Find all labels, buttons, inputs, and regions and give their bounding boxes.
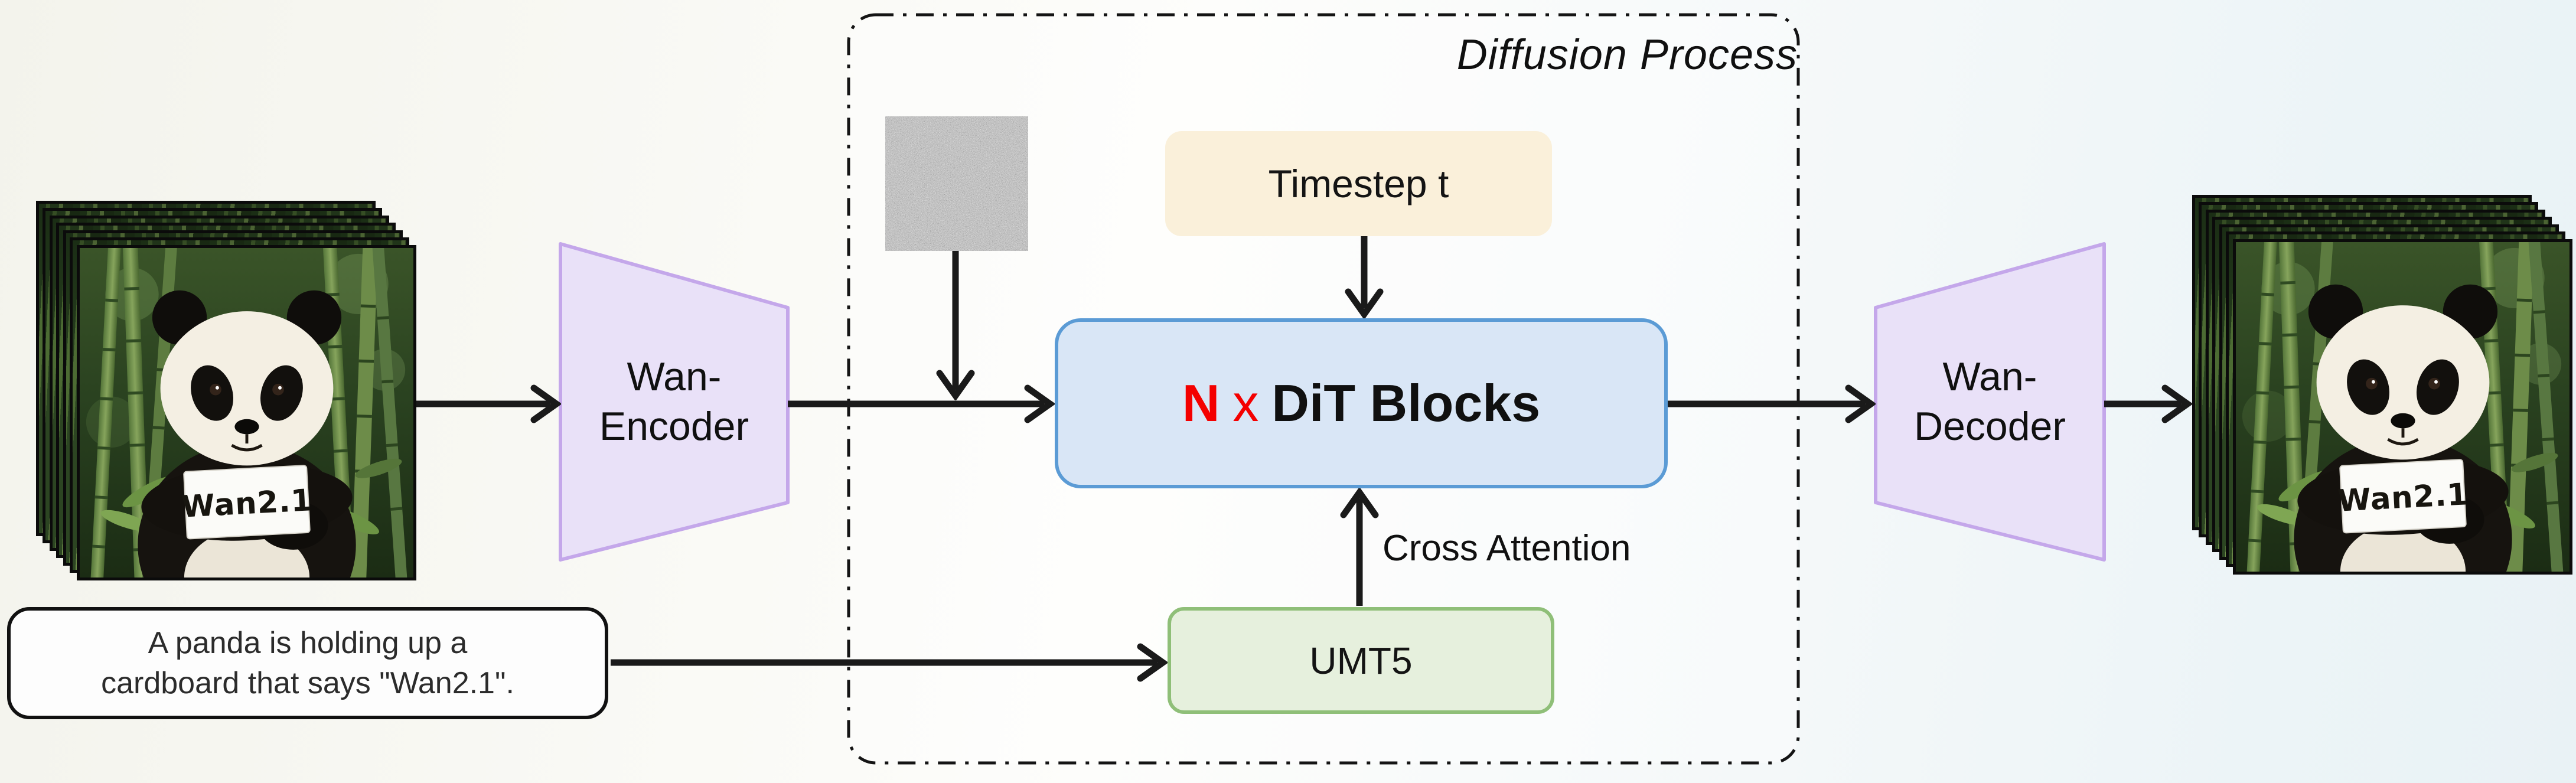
output-video-frames — [2192, 195, 2572, 575]
wan-encoder-label: Wan- Encoder — [560, 352, 788, 451]
wan-decoder-label-line1: Wan- — [1942, 354, 2037, 399]
input-video-frames — [36, 201, 416, 581]
wan-decoder-shape — [1874, 242, 2106, 562]
umt5-box: UMT5 — [1168, 607, 1554, 714]
cross-attention-label: Cross Attention — [1382, 528, 1631, 569]
panda-photo — [80, 248, 413, 578]
wan-encoder-label-line1: Wan- — [627, 354, 722, 399]
noise-image — [885, 116, 1028, 251]
wan-decoder-label-line2: Decoder — [1913, 404, 2066, 449]
video-frame-front — [77, 245, 416, 580]
prompt-line1: A panda is holding up a — [148, 626, 468, 660]
timestep-box: Timestep t — [1165, 131, 1552, 236]
umt5-label: UMT5 — [1309, 639, 1413, 682]
timestep-label: Timestep t — [1268, 162, 1449, 205]
dit-times-symbol: x — [1232, 374, 1259, 432]
dit-blocks-box: N x DiT Blocks — [1055, 318, 1668, 488]
wan-encoder-shape — [559, 242, 790, 562]
diffusion-process-title: Diffusion Process — [1456, 31, 1798, 79]
wan-encoder-label-line2: Encoder — [599, 404, 749, 449]
dit-blocks-label: DiT Blocks — [1271, 374, 1541, 432]
dit-multiplier: N — [1182, 374, 1220, 432]
prompt-box: A panda is holding up a cardboard that s… — [7, 607, 608, 719]
video-frame-front — [2233, 239, 2572, 575]
wan-decoder-label: Wan- Decoder — [1876, 352, 2104, 451]
panda-photo — [2236, 242, 2570, 572]
prompt-line2: cardboard that says "Wan2.1". — [101, 666, 514, 700]
